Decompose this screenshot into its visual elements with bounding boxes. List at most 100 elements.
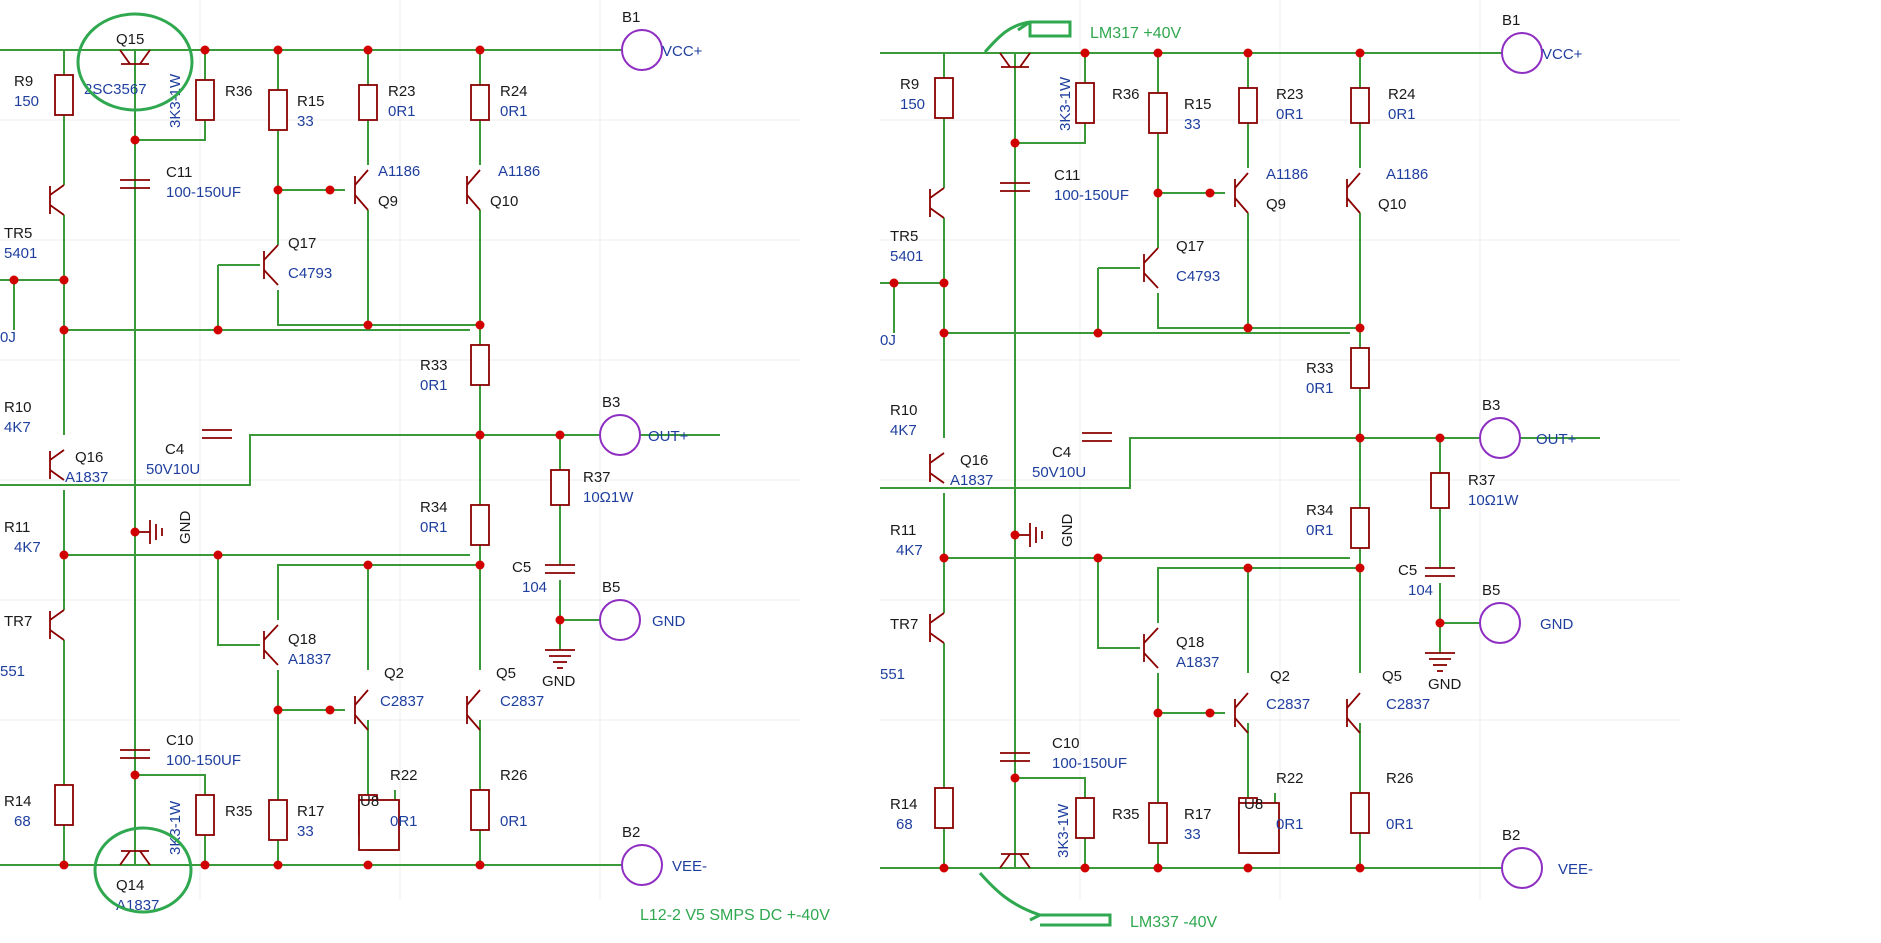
ref-r23-right: R23: [1276, 86, 1304, 103]
ref-q16-right: Q16: [960, 452, 988, 469]
port-b1-name-right: VCC+: [1542, 46, 1583, 63]
val-tr5: 5401: [4, 245, 37, 262]
val-q16: A1837: [65, 469, 108, 486]
val-r15: 33: [297, 113, 314, 130]
ref-r26: R26: [500, 767, 528, 784]
wires: [0, 49, 720, 866]
ref-r11: R11: [4, 519, 30, 536]
val-q18-right: A1837: [1176, 654, 1219, 671]
ref-tr5-right: TR5: [890, 228, 918, 245]
port-b1-ref: B1: [622, 9, 640, 26]
ref-r36-right: R36: [1112, 86, 1140, 103]
ref-c10: C10: [166, 732, 194, 749]
ref-r35: R35: [225, 803, 253, 820]
ground-label-out: GND: [542, 673, 576, 690]
ref-q9-right: Q9: [1266, 196, 1286, 213]
ref-c4-right: C4: [1052, 444, 1071, 461]
right-partial-label: 0J: [880, 332, 896, 349]
val-q15: 2SC3567: [84, 81, 147, 98]
ref-r23: R23: [388, 83, 416, 100]
ref-tr7: TR7: [4, 613, 32, 630]
ref-q14: Q14: [116, 877, 144, 894]
ref-u8: U8: [360, 793, 379, 810]
val-c10-right: 100-150UF: [1052, 755, 1127, 772]
annotation-caption: L12-2 V5 SMPS DC +-40V: [640, 907, 830, 924]
ref-r11-right: R11: [890, 522, 916, 539]
ref-q2: Q2: [384, 665, 404, 682]
val-r17: 33: [297, 823, 314, 840]
ref-r37-right: R37: [1468, 472, 1496, 489]
annotation-top: LM317 +40V: [1090, 25, 1182, 42]
val-r37: 10Ω1W: [583, 489, 634, 506]
val-tr5-right: 5401: [890, 248, 923, 265]
port-b2-name-right: VEE-: [1558, 861, 1593, 878]
ref-r33: R33: [420, 357, 448, 374]
val-c11: 100-150UF: [166, 184, 241, 201]
ref-r26-right: R26: [1386, 770, 1414, 787]
val-q9-right: A1186: [1266, 166, 1308, 183]
ref-r9: R9: [14, 73, 33, 90]
port-b5-ref-right: B5: [1482, 582, 1500, 599]
val-r11: 4K7: [14, 539, 41, 556]
val-q5: C2837: [500, 693, 544, 710]
ref-r37: R37: [583, 469, 611, 486]
port-b5-name-right: GND: [1540, 616, 1574, 633]
port-b1-ref-right: B1: [1502, 12, 1520, 29]
arrow-bottom: [978, 872, 1112, 927]
val-q10-right: A1186: [1386, 166, 1428, 183]
val-r14: 68: [14, 813, 31, 830]
val-r9-right: 150: [900, 96, 925, 113]
arrow-top: [983, 20, 1072, 53]
ref-r33-right: R33: [1306, 360, 1334, 377]
highlight-q14-circle: [93, 826, 193, 914]
val-q18: A1837: [288, 651, 331, 668]
hand-annotations: LM317 +40V LM337 -40V L12-2 V5 SMPS DC +…: [76, 12, 1217, 931]
ref-c11: C11: [166, 164, 192, 181]
val-q2-right: C2837: [1266, 696, 1310, 713]
val-r14-right: 68: [896, 816, 913, 833]
ref-r9-right: R9: [900, 76, 919, 93]
val-r26: 0R1: [500, 813, 528, 830]
left-labels: R9 150 Q15 2SC3567 R36 3K3-1W R15 33 R23…: [0, 31, 634, 914]
val-r34: 0R1: [420, 519, 448, 536]
val-r10-right: 4K7: [890, 422, 917, 439]
ref-c5-right: C5: [1398, 562, 1417, 579]
port-b5-ref: B5: [602, 579, 620, 596]
ref-r34-right: R34: [1306, 502, 1334, 519]
capacitors: [120, 179, 575, 759]
val-r37-right: 10Ω1W: [1468, 492, 1519, 509]
ref-c5: C5: [512, 559, 531, 576]
ref-u8-right: U8: [1244, 796, 1263, 813]
port-b3-name: OUT+: [648, 428, 689, 445]
val-r22-right: 0R1: [1276, 816, 1304, 833]
val-q5-right: C2837: [1386, 696, 1430, 713]
val-c4-right: 50V10U: [1032, 464, 1086, 481]
annotation-bottom: LM337 -40V: [1130, 914, 1217, 931]
val-c4: 50V10U: [146, 461, 200, 478]
ref-q10-right: Q10: [1378, 196, 1406, 213]
val-r15-right: 33: [1184, 116, 1201, 133]
ref-q15: Q15: [116, 31, 144, 48]
val-r36: 3K3-1W: [167, 73, 184, 128]
ref-q18: Q18: [288, 631, 316, 648]
ref-q17-right: Q17: [1176, 238, 1204, 255]
val-r34-right: 0R1: [1306, 522, 1334, 539]
val-r33-right: 0R1: [1306, 380, 1334, 397]
ref-c4: C4: [165, 441, 184, 458]
ref-q5-right: Q5: [1382, 668, 1402, 685]
amplifier-schematic-left: [0, 45, 720, 870]
val-tr7-right: 551: [880, 666, 905, 683]
ref-c11-right: C11: [1054, 167, 1080, 184]
val-q16-right: A1837: [950, 472, 993, 489]
left-partial-label: 0J: [0, 329, 16, 346]
ref-q2-right: Q2: [1270, 668, 1290, 685]
val-r22: 0R1: [390, 813, 418, 830]
ref-r10-right: R10: [890, 402, 918, 419]
ports: [560, 49, 622, 866]
ref-r22: R22: [390, 767, 418, 784]
ref-q17: Q17: [288, 235, 316, 252]
ground-symbols: [135, 520, 575, 669]
val-r23: 0R1: [388, 103, 416, 120]
val-r36-right: 3K3-1W: [1057, 76, 1074, 131]
